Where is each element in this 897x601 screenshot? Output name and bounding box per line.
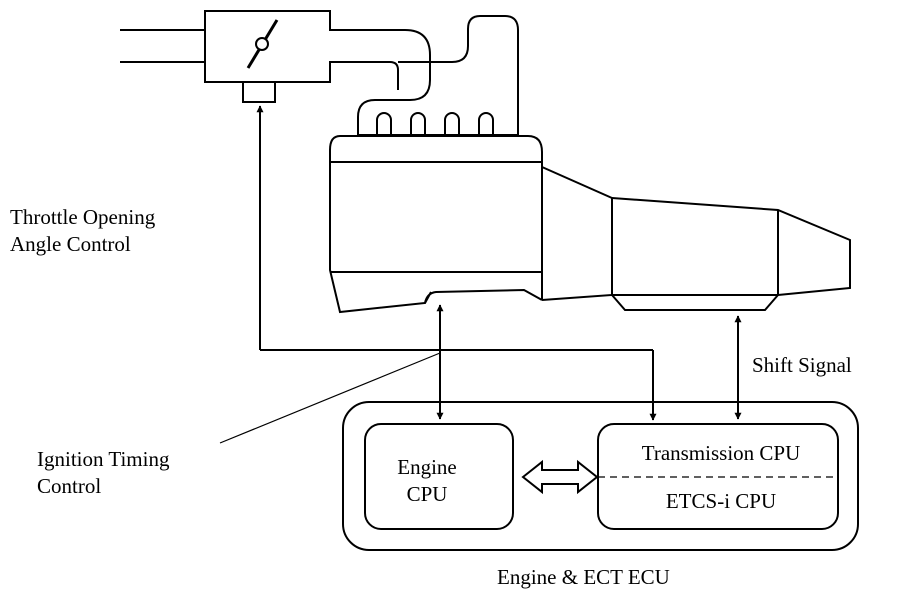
ignition-leader-line bbox=[219, 352, 441, 444]
cpu-link-arrow bbox=[521, 459, 599, 495]
engine-cpu-box bbox=[364, 423, 514, 530]
intake-manifold bbox=[358, 112, 518, 136]
transmission bbox=[541, 166, 851, 311]
throttle-valve-icon bbox=[246, 19, 279, 69]
transmission-cpu-label: Transmission CPU bbox=[642, 441, 801, 465]
throttle-label-line1: Throttle Opening bbox=[10, 205, 156, 229]
ignition-label-line1: Ignition Timing bbox=[37, 447, 170, 471]
throttle-label-line2: Angle Control bbox=[10, 232, 131, 256]
ecu-box bbox=[342, 401, 859, 551]
engine-cpu-label-line2: CPU bbox=[407, 482, 448, 506]
etcs-cpu-label: ETCS-i CPU bbox=[666, 489, 776, 513]
throttle-body bbox=[120, 10, 519, 135]
engine-cpu-label-line1: Engine bbox=[397, 455, 456, 479]
ignition-label-line2: Control bbox=[37, 474, 101, 498]
throttle-control-line bbox=[256, 105, 657, 421]
engine-block bbox=[329, 135, 543, 314]
ecu-name-label: Engine & ECT ECU bbox=[497, 565, 670, 589]
shift-signal-label: Shift Signal bbox=[752, 353, 852, 377]
